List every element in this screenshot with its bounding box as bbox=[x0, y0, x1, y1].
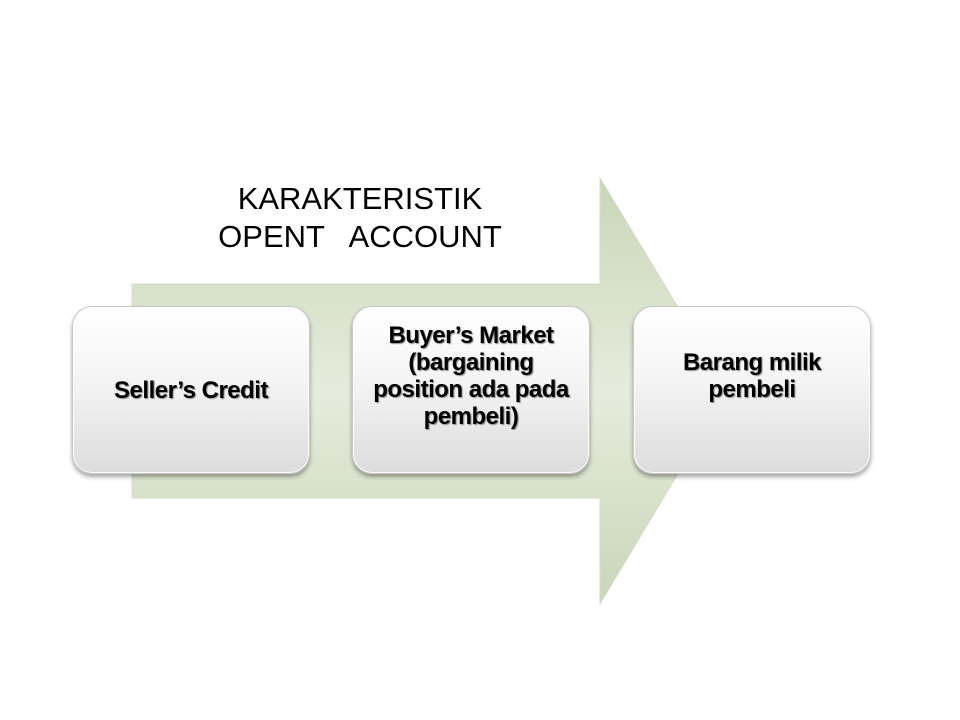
title-line-2: OPENT ACCOUNT bbox=[218, 219, 502, 254]
box-label: Barang milik pembeli bbox=[682, 349, 822, 403]
box-buyers-market: Buyer’s Market (bargaining position ada … bbox=[352, 306, 590, 474]
slide-title: KARAKTERISTIK OPENT ACCOUNT bbox=[170, 180, 550, 256]
box-label: Seller’s Credit bbox=[114, 376, 268, 404]
box-label: Buyer’s Market (bargaining position ada … bbox=[373, 322, 569, 430]
title-line-1: KARAKTERISTIK bbox=[237, 181, 483, 216]
box-sellers-credit: Seller’s Credit bbox=[72, 306, 310, 474]
box-barang-milik-pembeli: Barang milik pembeli bbox=[633, 306, 871, 474]
